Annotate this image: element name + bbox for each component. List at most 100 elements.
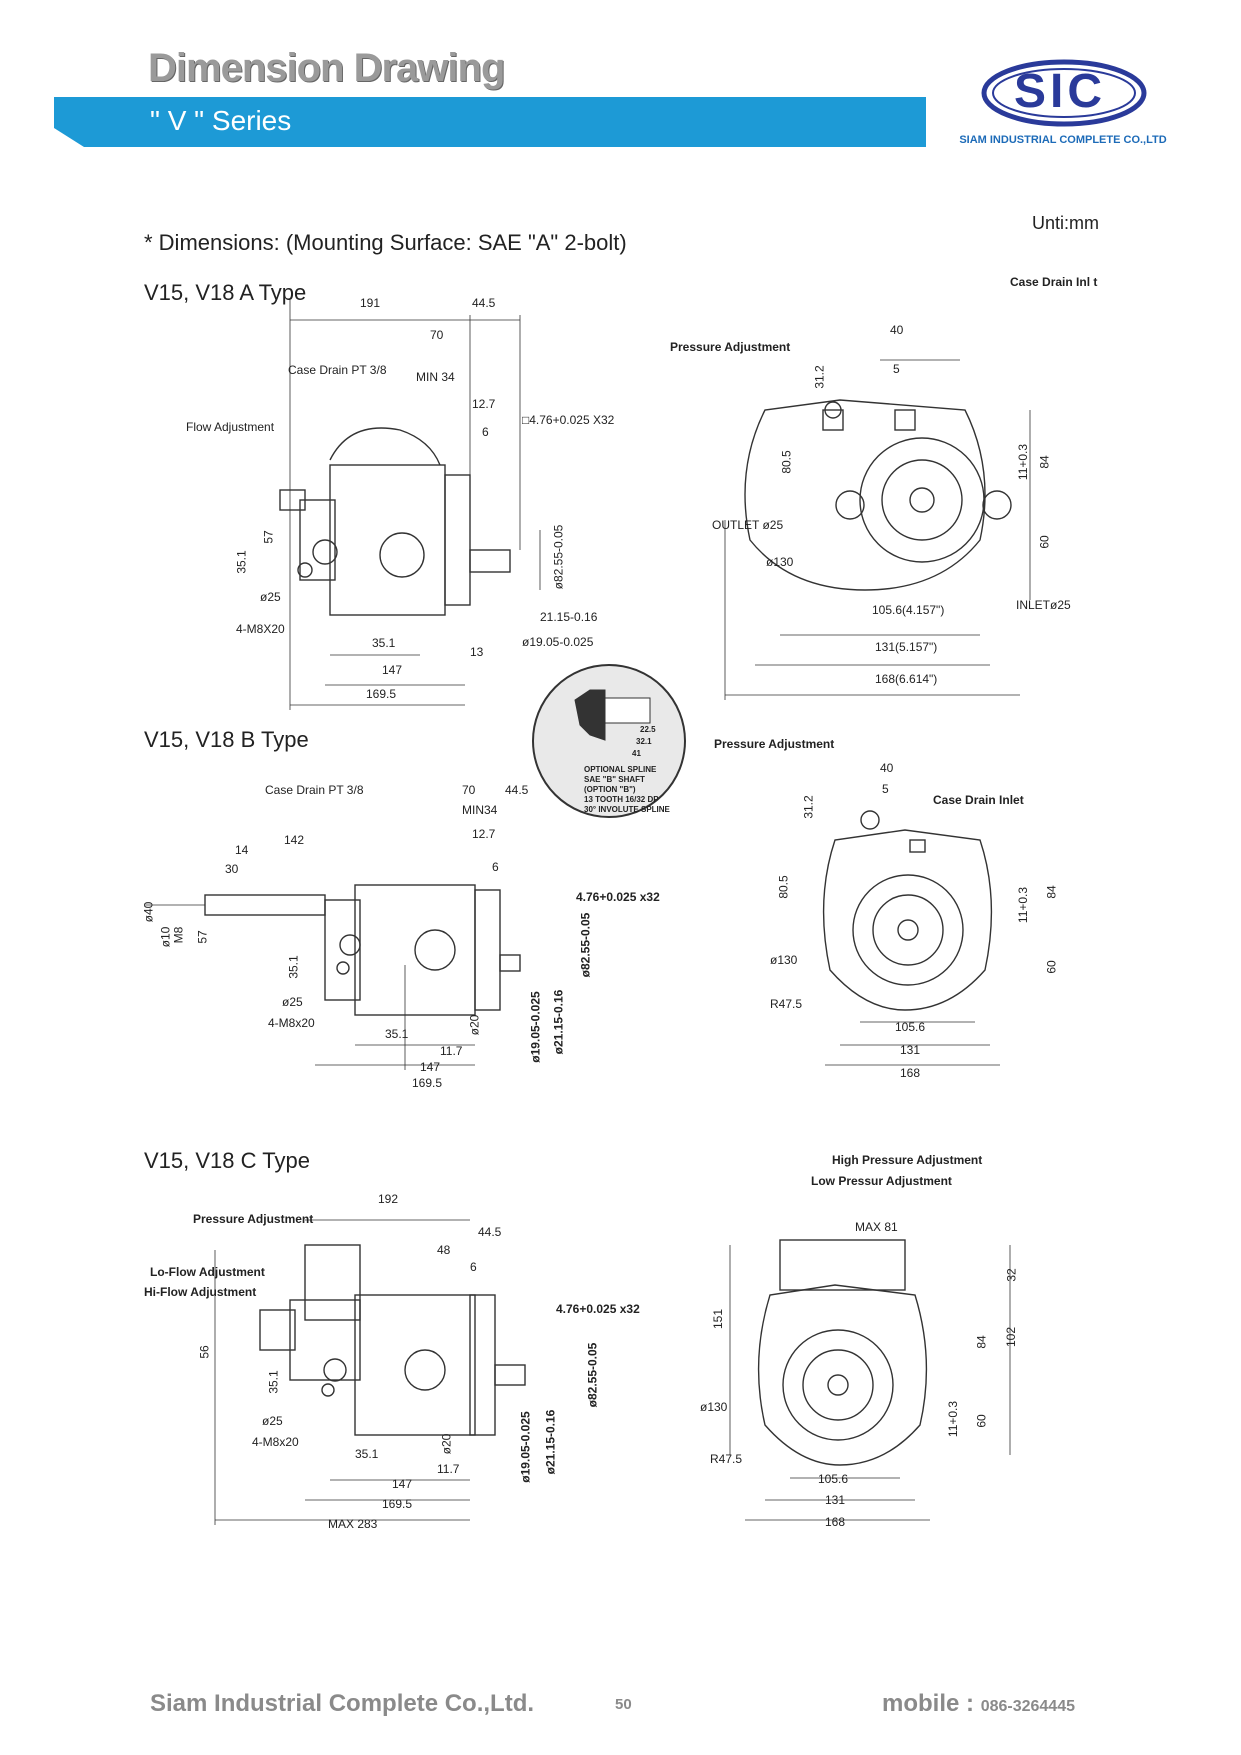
dim-b-70: 70 <box>462 783 476 797</box>
dimensions-heading: * Dimensions: (Mounting Surface: SAE "A"… <box>144 230 627 255</box>
dim-b-35-1v: 35.1 <box>286 955 301 979</box>
dim-a-min34: MIN 34 <box>416 370 455 384</box>
inset-line-2: SAE "B" SHAFT <box>584 775 645 784</box>
dim-c-48: 48 <box>437 1243 451 1257</box>
dim-a-19-05: ø19.05-0.025 <box>522 635 594 649</box>
dim-c-d20: ø20 <box>439 1433 454 1455</box>
dim-c-56: 56 <box>197 1345 212 1359</box>
sic-logo <box>981 59 1147 127</box>
page-title: Dimension Drawing <box>148 46 505 90</box>
inset-line-1: OPTIONAL SPLINE <box>584 765 657 774</box>
c-side-view <box>214 1219 526 1525</box>
dim-c-84: 84 <box>974 1335 989 1349</box>
dim-b-12-7: 12.7 <box>472 827 496 841</box>
dim-a-5: 5 <box>893 362 900 376</box>
dim-c-82-55: ø82.55-0.05 <box>585 1342 600 1408</box>
b-side-view <box>145 884 521 1070</box>
dim-b-front-40: 40 <box>880 761 894 775</box>
inset-line-3: (OPTION "B") <box>584 785 636 794</box>
dim-c-11-7: 11.7 <box>437 1462 460 1476</box>
dim-b-30: 30 <box>225 862 239 876</box>
dim-b-142: 142 <box>284 833 305 847</box>
dim-b-35-1h: 35.1 <box>385 1027 409 1041</box>
dim-a-105-6: 105.6(4.157") <box>872 603 945 617</box>
dim-c-35-1v: 35.1 <box>266 1370 281 1394</box>
spline-inset-drawing <box>574 689 651 741</box>
dim-a-31-2: 31.2 <box>812 365 827 389</box>
dim-c-max283: MAX 283 <box>328 1517 378 1531</box>
dim-c-102: 102 <box>1004 1326 1019 1348</box>
dim-b-front-r47-5: R47.5 <box>770 997 803 1011</box>
dim-c-21-15: ø21.15-0.16 <box>543 1409 558 1475</box>
label-c-low-pressure: Low Pressur Adjustment <box>811 1174 952 1188</box>
spline-inset <box>532 664 686 818</box>
dim-b-front-80-5: 80.5 <box>776 875 791 899</box>
a-front-view <box>724 359 1031 700</box>
dim-b-m8: M8 <box>171 926 186 944</box>
company-subtitle: SIAM INDUSTRIAL COMPLETE CO.,LTD <box>959 134 1167 146</box>
label-b-case-drain-inlet: Case Drain Inlet <box>933 793 1024 807</box>
dim-c-147: 147 <box>392 1477 413 1491</box>
c-front-view <box>729 1239 1011 1521</box>
dim-b-14: 14 <box>235 843 249 857</box>
dim-b-82-55: ø82.55-0.05 <box>578 912 593 978</box>
dim-a-168: 168(6.614") <box>875 672 938 686</box>
dim-b-11-7: 11.7 <box>440 1044 463 1058</box>
dim-b-169-5: 169.5 <box>412 1076 443 1090</box>
dim-c-spline: 4.76+0.025 x32 <box>556 1302 640 1316</box>
dim-b-d10: ø10 <box>158 926 173 948</box>
dim-b-57: 57 <box>195 930 210 944</box>
dim-a-82-55: ø82.55-0.05 <box>551 524 566 590</box>
dim-a-13: 13 <box>470 645 484 659</box>
label-a-flow-adj: Flow Adjustment <box>186 420 275 434</box>
unit-label: Unti:mm <box>1032 213 1099 233</box>
inset-line-4: 13 TOOTH 16/32 DP <box>584 795 659 804</box>
section-b-title: V15, V18 B Type <box>144 727 309 752</box>
dim-a-44-5: 44.5 <box>472 296 496 310</box>
dim-c-max81: MAX 81 <box>855 1220 898 1234</box>
dim-b-front-31-2: 31.2 <box>801 795 816 819</box>
label-c-high-pressure: High Pressure Adjustment <box>832 1153 983 1167</box>
footer-mobile: mobile : 086-3264445 <box>882 1690 1075 1718</box>
dim-c-151: 151 <box>711 1308 726 1330</box>
dim-a-169-5: 169.5 <box>366 687 397 701</box>
dim-a-21-15: 21.15-0.16 <box>540 610 598 624</box>
dim-b-front-5: 5 <box>882 782 889 796</box>
dim-a-11: 11+0.3 <box>1016 443 1031 481</box>
dim-a-6: 6 <box>482 425 489 439</box>
dim-c-bolts: 4-M8x20 <box>252 1435 299 1449</box>
label-b-case-drain: Case Drain PT 3/8 <box>265 783 364 797</box>
inset-caption: OPTIONAL SPLINE SAE "B" SHAFT (OPTION "B… <box>584 765 679 815</box>
mobile-number: 086-3264445 <box>980 1698 1075 1715</box>
label-a-case-drain: Case Drain PT 3/8 <box>288 363 387 377</box>
dim-c-r47-5: R47.5 <box>710 1452 743 1466</box>
dim-a-80-5: 80.5 <box>779 450 794 474</box>
dim-c-19-05: ø19.05-0.025 <box>518 1411 533 1483</box>
dim-a-60: 60 <box>1037 535 1052 549</box>
page-number: 50 <box>615 1696 632 1713</box>
label-c-hi-flow: Hi-Flow Adjustment <box>144 1285 257 1299</box>
dim-b-21-15: ø21.15-0.16 <box>551 989 566 1055</box>
dim-b-front-168: 168 <box>900 1066 921 1080</box>
dim-a-191: 191 <box>360 296 381 310</box>
dim-b-19-05: ø19.05-0.025 <box>528 991 543 1063</box>
a-side-view <box>279 300 541 710</box>
series-banner: " V " Series <box>54 97 926 147</box>
dim-c-35-1h: 35.1 <box>355 1447 379 1461</box>
dim-a-spline: □4.76+0.025 X32 <box>522 413 615 427</box>
dim-a-57: 57 <box>261 530 276 544</box>
dim-a-35-1h: 35.1 <box>372 636 396 650</box>
footer-company: Siam Industrial Complete Co.,Ltd. <box>150 1690 535 1717</box>
dim-a-d25: ø25 <box>260 590 281 604</box>
series-label: " V " Series <box>150 105 292 136</box>
dim-b-spline: 4.76+0.025 x32 <box>576 890 660 904</box>
dim-b-front-60: 60 <box>1044 960 1059 974</box>
dim-c-192: 192 <box>378 1192 399 1206</box>
dim-c-6: 6 <box>470 1260 477 1274</box>
label-b-pressure-adj: Pressure Adjustment <box>714 737 835 751</box>
dim-b-min34: MIN34 <box>462 803 498 817</box>
label-a-outlet: OUTLET ø25 <box>712 518 784 532</box>
dim-inset-32-1: 32.1 <box>636 737 652 746</box>
dim-b-d40: ø40 <box>141 901 156 923</box>
dim-c-169-5: 169.5 <box>382 1497 413 1511</box>
